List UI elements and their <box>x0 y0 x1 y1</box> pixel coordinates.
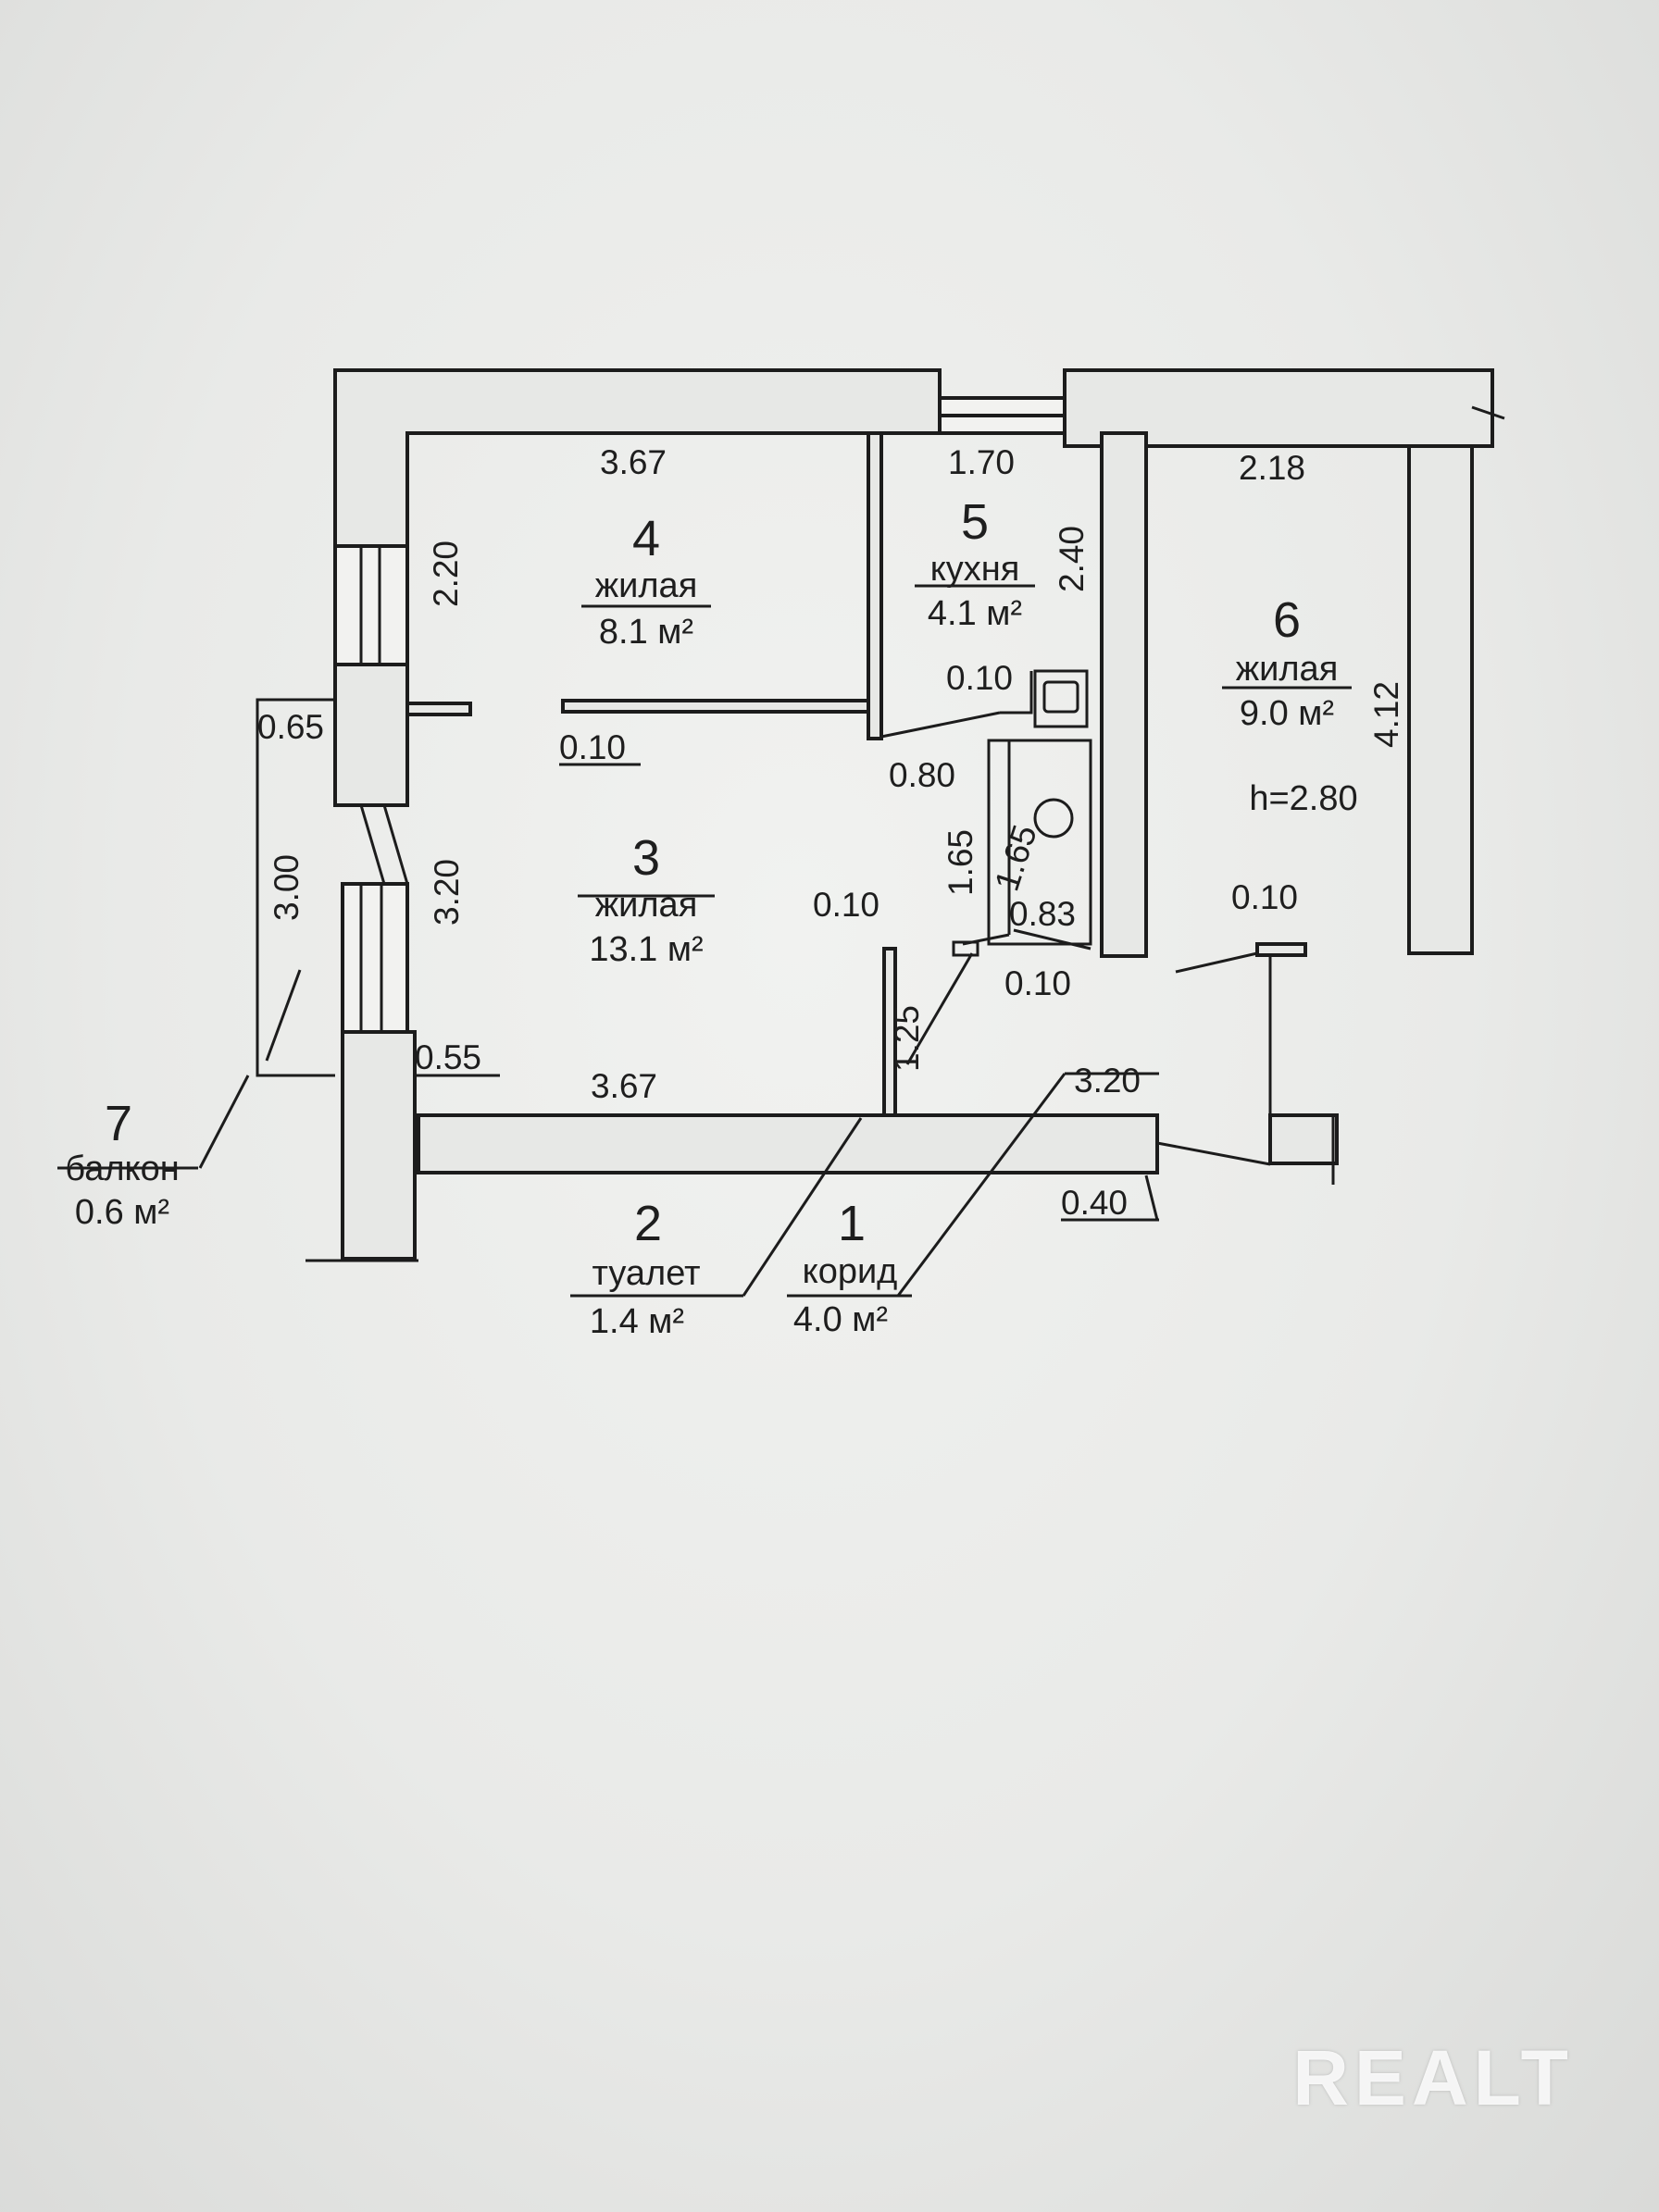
dim-label: 2.20 <box>427 541 465 607</box>
dim-label: 2.18 <box>1239 449 1305 487</box>
dim-label: 0.10 <box>559 728 626 766</box>
partition-room3-corridor <box>882 947 897 1117</box>
room-name: жилая <box>595 566 698 605</box>
dim-label: 3.67 <box>591 1067 657 1105</box>
wc-threshold <box>952 940 979 957</box>
dim-label: 0.55 <box>415 1038 481 1076</box>
dim-label: 0.10 <box>1004 964 1071 1002</box>
leader-entry <box>1156 1141 1271 1166</box>
leader-room6-door <box>1175 951 1258 974</box>
thin-lines <box>57 405 1505 1298</box>
dim-label: 0.80 <box>889 756 955 794</box>
dim-label: 0.10 <box>813 886 879 924</box>
break-mark <box>1471 405 1505 420</box>
room-area: 9.0 м² <box>1240 694 1334 733</box>
room-number: 3 <box>632 830 660 886</box>
dim-label: 0.40 <box>1061 1184 1128 1222</box>
room-area: 13.1 м² <box>589 930 703 969</box>
dim-label: 0.65 <box>257 708 324 746</box>
partition-corridor <box>417 1113 1159 1174</box>
walls <box>333 368 1494 1261</box>
realt-watermark: REALT <box>1292 2034 1574 2121</box>
room-name: туалет <box>592 1254 701 1293</box>
kitchen-door <box>880 711 1001 739</box>
dim-label: 4.12 <box>1367 681 1405 748</box>
window-hatch-1 <box>359 804 386 885</box>
toilet-bowl <box>1033 798 1074 839</box>
sink-bowl <box>1042 680 1079 714</box>
dimension-labels: 3.67 2.20 1.70 2.40 2.18 4.12 0.10 0.10 … <box>257 443 1405 1222</box>
room-1-label: 1 корид 4.0 м² <box>793 1196 897 1339</box>
room-name: кухня <box>930 550 1020 589</box>
dim-label: 3.00 <box>268 854 306 921</box>
room-area: 0.6 м² <box>75 1193 169 1232</box>
room-name: жилая <box>595 886 698 925</box>
room-area: 1.4 м² <box>590 1302 684 1341</box>
leader-wc-width <box>1013 928 1091 951</box>
room-number: 7 <box>105 1096 132 1151</box>
entry-pier <box>1268 1113 1339 1165</box>
dim-label: 0.10 <box>946 659 1013 697</box>
wall-room6-right <box>1407 444 1474 955</box>
leader-step <box>1144 1174 1159 1221</box>
room-area: 4.0 м² <box>793 1300 888 1339</box>
partition-room4-room3 <box>561 699 870 714</box>
kitchen-niche <box>1000 671 1033 715</box>
dim-label: 0.10 <box>1231 878 1298 916</box>
balcony-outline <box>256 698 335 1077</box>
room-number: 4 <box>632 511 660 566</box>
partition-stub-left <box>405 702 472 716</box>
room-area: 8.1 м² <box>599 613 693 652</box>
room-name: жилая <box>1236 650 1339 689</box>
leader-toilet <box>742 1117 863 1297</box>
facade-pier-upper <box>333 663 409 807</box>
room-area: 4.1 м² <box>928 594 1022 633</box>
wall-kitchen-room6 <box>1100 431 1148 958</box>
dim-label: 3.20 <box>428 859 466 926</box>
room6-door-stub <box>1255 942 1307 957</box>
room-6-label: 6 жилая 9.0 м² h=2.80 <box>1236 592 1358 818</box>
room-number: 2 <box>634 1196 662 1251</box>
dim-label: 3.20 <box>1074 1062 1141 1100</box>
leader-corridor-depth <box>905 952 974 1065</box>
room-name: балкон <box>65 1149 179 1188</box>
dim-label: 1.65 <box>988 820 1044 895</box>
sink-fixture <box>1033 669 1089 728</box>
wall-kitchen-left <box>867 431 883 740</box>
room-3-label: 3 жилая 13.1 м² <box>589 830 703 969</box>
room-5-label: 5 кухня 4.1 м² <box>928 494 1022 633</box>
dim-label: 2.40 <box>1053 526 1091 592</box>
leader-corridor <box>896 1073 1066 1297</box>
facade-pier-lower <box>341 1030 417 1261</box>
dim-label: 1.25 <box>888 1005 926 1072</box>
dim-label: 1.65 <box>942 829 979 896</box>
dim-label: 3.67 <box>600 443 667 481</box>
bathtub <box>987 739 1092 946</box>
room-number: 1 <box>838 1196 866 1251</box>
left-window-1 <box>333 544 409 666</box>
room-number: 5 <box>961 494 989 550</box>
window-hatch-2 <box>382 804 409 885</box>
dim-label: 1.70 <box>948 443 1015 481</box>
left-window-2 <box>341 882 409 1034</box>
room-4-label: 4 жилая 8.1 м² <box>595 511 698 652</box>
room-2-label: 2 туалет 1.4 м² <box>590 1196 701 1341</box>
ceiling-height: h=2.80 <box>1249 779 1357 818</box>
room-7-label: 7 балкон 0.6 м² <box>65 1096 179 1232</box>
balcony-label-leader <box>198 1075 250 1169</box>
balcony-leader <box>265 969 302 1062</box>
room-number: 6 <box>1273 592 1301 648</box>
dim-label: 0.83 <box>1009 895 1076 933</box>
room-name: корид <box>803 1252 898 1291</box>
